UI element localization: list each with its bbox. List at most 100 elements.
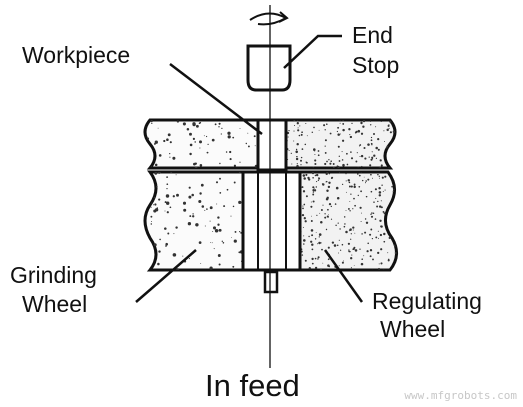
wheel-speckle xyxy=(318,236,320,238)
wheel-speckle xyxy=(303,235,305,237)
wheel-speckle xyxy=(377,230,379,232)
wheel-speckle xyxy=(328,181,331,184)
wheel-speckle xyxy=(361,233,363,235)
wheel-speckle xyxy=(400,172,401,173)
wheel-speckle xyxy=(166,211,169,214)
wheel-speckle xyxy=(189,215,192,218)
wheel-speckle xyxy=(298,134,301,137)
wheel-speckle xyxy=(326,189,329,193)
wheel-speckle xyxy=(211,242,213,244)
wheel-speckle xyxy=(326,172,329,174)
regulating-wheel-lower xyxy=(298,170,402,272)
wheel-speckle xyxy=(304,259,307,262)
wheel-speckle xyxy=(371,237,374,240)
wheel-speckle xyxy=(332,166,335,168)
wheel-speckle xyxy=(232,205,235,208)
wheel-speckle xyxy=(324,151,327,154)
wheel-speckle xyxy=(372,258,374,261)
wheel-speckle xyxy=(395,143,398,146)
wheel-speckle xyxy=(360,172,362,173)
workpiece-slot xyxy=(241,118,302,272)
wheel-speckle xyxy=(312,176,314,179)
wheel-speckle xyxy=(215,181,219,184)
wheel-speckle xyxy=(149,187,152,190)
wheel-speckle xyxy=(370,173,372,176)
wheel-speckle xyxy=(169,152,171,155)
wheel-speckle xyxy=(357,166,359,168)
wheel-speckle xyxy=(400,236,402,238)
wheel-speckle xyxy=(165,242,168,246)
wheel-speckle xyxy=(303,203,306,206)
wheel-speckle xyxy=(370,139,373,142)
wheel-speckle xyxy=(312,200,315,203)
wheel-speckle xyxy=(333,244,337,247)
wheel-speckle xyxy=(371,156,374,159)
wheel-speckle xyxy=(398,187,400,189)
wheel-speckle xyxy=(359,248,361,250)
wheel-speckle xyxy=(338,265,340,267)
wheel-speckle xyxy=(388,127,390,129)
wheel-speckle xyxy=(222,242,225,244)
wheel-speckle xyxy=(146,196,149,199)
wheel-speckle xyxy=(379,166,381,168)
wheel-speckle xyxy=(377,200,379,203)
wheel-speckle xyxy=(370,213,372,216)
wheel-speckle xyxy=(342,163,345,167)
wheel-speckle xyxy=(204,225,206,227)
wheel-speckle xyxy=(288,129,290,132)
wheel-speckle xyxy=(324,145,326,147)
wheel-speckle xyxy=(330,218,333,220)
wheel-speckle xyxy=(324,162,327,166)
wheel-speckle xyxy=(324,216,327,219)
wheel-speckle xyxy=(383,141,385,142)
wheel-speckle xyxy=(369,164,372,167)
wheel-speckle xyxy=(245,142,248,145)
regulating-wheel-leader xyxy=(323,249,364,303)
wheel-speckle xyxy=(300,133,303,136)
wheel-speckle xyxy=(165,245,167,247)
wheel-speckle xyxy=(367,242,369,245)
wheel-speckle xyxy=(381,176,384,179)
wheel-speckle xyxy=(369,120,372,122)
wheel-speckle xyxy=(164,210,166,212)
wheel-speckle xyxy=(300,156,303,159)
wheel-speckle xyxy=(381,184,383,186)
wheel-speckle xyxy=(324,213,326,215)
wheel-speckle xyxy=(312,193,315,196)
wheel-speckle xyxy=(353,197,355,200)
wheel-speckle xyxy=(239,127,241,129)
wheel-speckle xyxy=(399,222,401,224)
wheel-speckle xyxy=(386,128,389,132)
wheel-speckle xyxy=(189,143,193,147)
wheel-speckle xyxy=(370,124,372,126)
wheel-speckle xyxy=(141,220,143,222)
wheel-speckle xyxy=(378,263,380,265)
wheel-speckle xyxy=(172,253,177,257)
wheel-speckle xyxy=(150,206,152,208)
wheel-speckle xyxy=(310,205,313,208)
wheel-speckle xyxy=(305,195,308,198)
wheel-speckle xyxy=(339,249,342,251)
wheel-speckle xyxy=(206,208,208,210)
wheel-speckle xyxy=(370,142,373,145)
wheel-speckle xyxy=(351,254,353,256)
wheel-speckle xyxy=(312,191,315,193)
wheel-speckle xyxy=(234,230,237,233)
wheel-speckle xyxy=(198,241,202,244)
wheel-speckle xyxy=(158,198,161,201)
wheel-speckle xyxy=(341,139,345,142)
regulating-wheel-upper xyxy=(284,118,398,170)
wheel-speckle xyxy=(323,124,326,127)
wheel-speckle xyxy=(322,183,325,186)
wheel-speckle xyxy=(199,147,201,149)
wheel-speckle xyxy=(360,190,362,193)
wheel-speckle xyxy=(394,268,397,270)
wheel-speckle xyxy=(172,195,175,198)
wheel-speckle xyxy=(371,151,373,153)
wheel-speckle xyxy=(238,172,241,174)
wheel-speckle xyxy=(147,137,150,140)
wheel-speckle xyxy=(331,176,334,179)
wheel-speckle xyxy=(370,158,373,161)
wheel-speckle xyxy=(310,240,313,243)
wheel-speckle xyxy=(164,227,167,230)
